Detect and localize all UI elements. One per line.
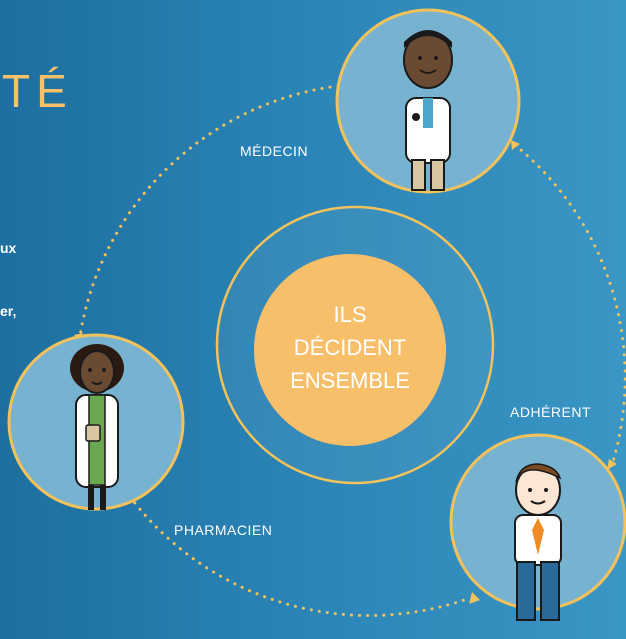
center-text-line-1: ILS xyxy=(333,302,367,327)
role-label-pharmacist: PHARMACIEN xyxy=(174,522,273,538)
cropped-text-fragment-1: ux xyxy=(0,240,17,256)
center-decision-text: ILS DÉCIDENT ENSEMBLE xyxy=(255,298,445,397)
pharmacist-node xyxy=(7,333,185,511)
arrowhead-member-right xyxy=(607,459,617,470)
cycle-dotted-path xyxy=(78,84,626,617)
center-text-line-3: ENSEMBLE xyxy=(290,368,410,393)
role-label-member: ADHÉRENT xyxy=(510,404,592,420)
center-decision-circle xyxy=(254,254,446,446)
cropped-heading-fragment: TÉ xyxy=(2,65,73,117)
role-label-doctor: MÉDECIN xyxy=(240,143,309,159)
cropped-text-fragment-2: er, xyxy=(0,303,17,319)
arrowhead-doctor-right xyxy=(511,140,520,150)
doctor-character-icon xyxy=(403,30,453,191)
center-text-line-2: DÉCIDENT xyxy=(293,335,407,360)
pharmacist-character-icon xyxy=(70,344,124,510)
member-node xyxy=(449,433,626,621)
member-character-icon xyxy=(514,463,562,621)
doctor-node xyxy=(335,8,521,194)
arrowhead-member-bottom xyxy=(469,592,480,604)
